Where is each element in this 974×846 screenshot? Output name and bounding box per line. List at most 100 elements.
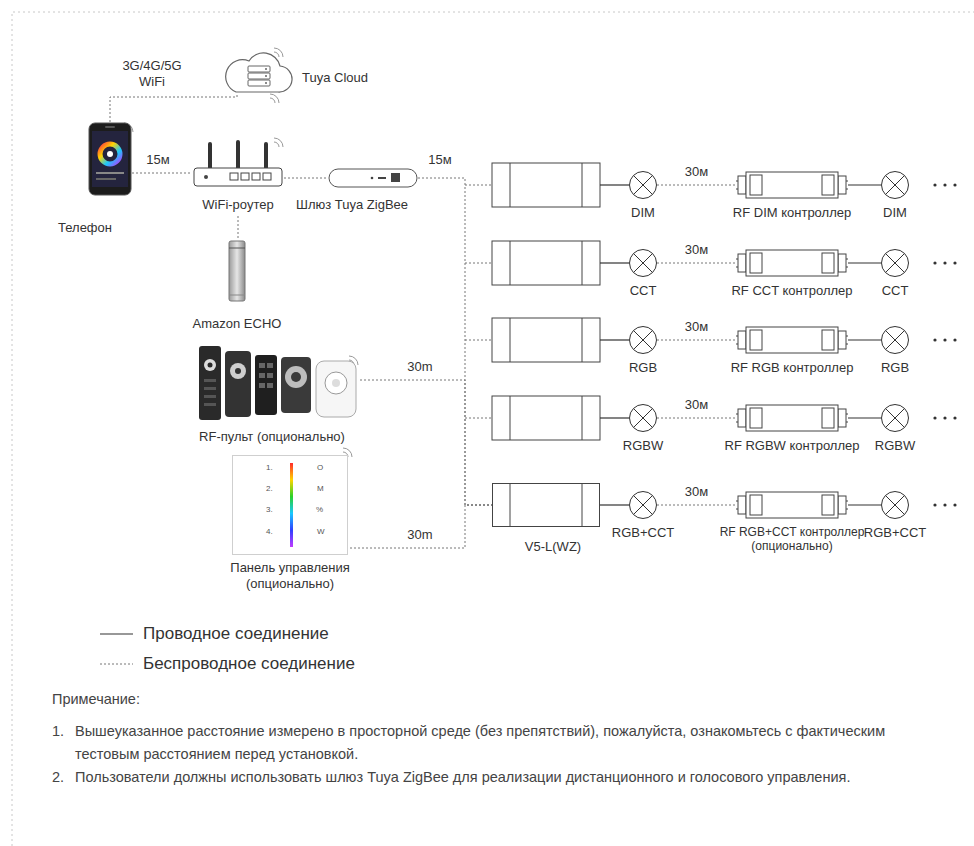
ctrl-node: RF RGBW контроллер [736, 404, 848, 432]
ctrl-node: RF RGB контроллер [736, 326, 848, 354]
lamp-node: CCT [629, 249, 657, 277]
wired-connection [848, 339, 881, 340]
note-text: 1. [52, 720, 64, 743]
distance-label: 30м [683, 242, 710, 258]
lamp-shape [881, 326, 909, 354]
panel-button-label: M [317, 484, 324, 493]
wireless-connection [284, 178, 328, 179]
note-text: Примечание: [52, 688, 140, 711]
node-label: RF CCT контроллер [731, 283, 852, 299]
panel-button-label: 1. [266, 463, 273, 472]
lamp-node: CCT [881, 249, 909, 277]
node-label: Телефон [58, 220, 112, 236]
v5-controller-box [492, 163, 600, 440]
node-label: Amazon ECHO [193, 316, 282, 332]
wired-connection [848, 504, 881, 505]
node-label: Шлюз Tuya ZigBee [296, 197, 408, 213]
panel-button-label: 3. [266, 505, 273, 514]
distance-label: 30м [683, 484, 710, 500]
node-label: RF-пульт (опционально) [199, 429, 345, 445]
panel-button-label: 2. [266, 484, 273, 493]
wireless-connection [657, 340, 736, 341]
ctrl-shape [736, 249, 848, 277]
remote-shape [198, 345, 358, 421]
phone-shape [88, 122, 132, 196]
panel-button-label: 4. [266, 527, 273, 536]
lamp-shape [881, 249, 909, 277]
distance-label: 30м [683, 319, 710, 335]
legend-text: Проводное соединение [143, 624, 329, 644]
distance-label: 30м [683, 164, 710, 180]
ellipsis-dots [933, 183, 956, 506]
distance-label: 15м [426, 152, 453, 168]
lamp-shape [881, 171, 909, 199]
lamp-shape [629, 171, 657, 199]
wireless-connection [657, 185, 736, 186]
router-node: WiFi-роутер [192, 140, 284, 190]
ctrl-shape [736, 326, 848, 354]
node-label: RGB [881, 360, 909, 376]
node-label: WiFi-роутер [202, 197, 273, 213]
node-label: RF RGBW контроллер [725, 438, 860, 454]
lamp-node: RGBW [629, 404, 657, 432]
wireless-connection [657, 505, 736, 506]
v5-shape [492, 483, 600, 527]
echo-node: Amazon ECHO [228, 240, 246, 302]
wireless-connection [657, 263, 736, 264]
echo-shape [228, 240, 246, 302]
panel-button-label: W [317, 527, 325, 536]
wired-connection [848, 417, 881, 418]
lamp-shape [629, 326, 657, 354]
node-label: Панель управления (опционально) [215, 560, 365, 592]
lamp-node: RGBW [881, 404, 909, 432]
wireless-connection [657, 418, 736, 419]
node-label: V5-L(WZ) [525, 539, 581, 555]
page-border [12, 12, 974, 846]
node-label: RF RGB контроллер [731, 360, 854, 376]
distance-label: 30m [405, 527, 434, 543]
phone-node: Телефон [88, 122, 132, 196]
wire [600, 185, 629, 418]
distance-label: 15м [144, 152, 171, 168]
node-label: RGBW [875, 438, 915, 454]
gateway-node: Шлюз Tuya ZigBee [328, 168, 418, 188]
lamp-node: RGB [629, 326, 657, 354]
ctrl-node: RF CCT контроллер [736, 249, 848, 277]
node-label: RF DIM контроллер [733, 205, 851, 221]
legend-sample-wireless [100, 664, 133, 665]
wireless-connection [360, 380, 492, 505]
panel-button-label: % [316, 505, 323, 514]
node-label: RF RGB+CCT контроллер (опционально) [717, 525, 867, 553]
node-label: RGB+CCT [864, 525, 926, 541]
router-shape [192, 140, 284, 190]
remote-node: RF-пульт (опционально) [198, 345, 358, 421]
ctrl-shape [736, 171, 848, 199]
node-label: CCT [630, 283, 657, 299]
wireless-connection [418, 178, 492, 505]
lamp-node: RGB+CCT [881, 491, 909, 519]
wired-connection [848, 184, 881, 185]
wireless-branch [465, 185, 492, 418]
gateway-shape [328, 168, 418, 188]
wireless-connection [110, 95, 237, 122]
node-label: RGB [629, 360, 657, 376]
distance-label: 3G/4G/5G WiFi [115, 58, 189, 90]
ctrl-shape [736, 404, 848, 432]
node-label: RGBW [623, 438, 663, 454]
v5-node: V5-L(WZ) [492, 483, 600, 527]
node-label: CCT [882, 283, 909, 299]
lamp-node: RGB+CCT [629, 491, 657, 519]
wired-connection [600, 504, 629, 505]
wireless-connection [350, 505, 492, 548]
legend-text: Беспроводное соединение [143, 654, 355, 674]
distance-label: 30м [683, 397, 710, 413]
cloud-shape [222, 48, 292, 95]
node-label: Tuya Cloud [302, 70, 368, 86]
lamp-shape [881, 491, 909, 519]
node-label: RGB+CCT [612, 525, 674, 541]
panel-shape [232, 455, 348, 555]
panel-node: Панель управления (опционально) [232, 455, 348, 555]
lamp-shape [629, 491, 657, 519]
lamp-shape [629, 249, 657, 277]
